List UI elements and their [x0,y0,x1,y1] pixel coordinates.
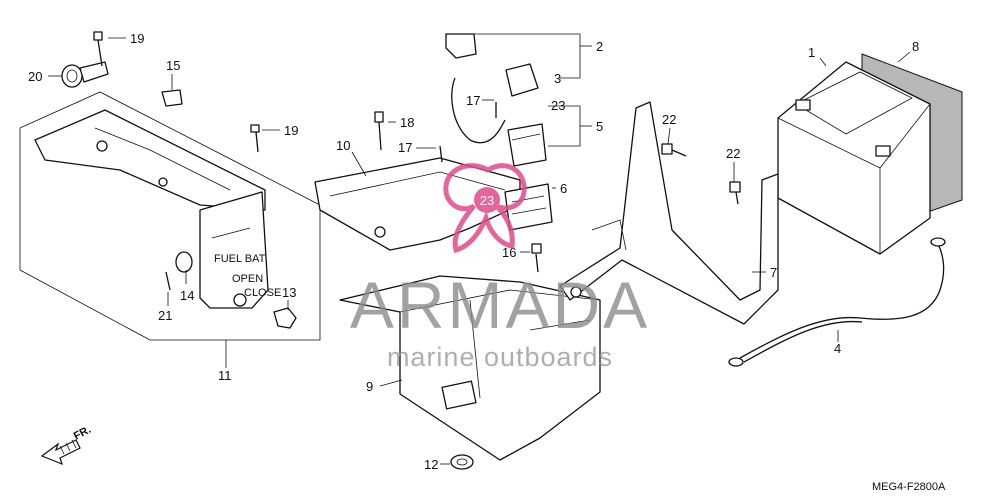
callout-19-right: 19 [284,123,298,138]
bolt-22-b [729,181,741,193]
callout-6: 6 [560,181,567,196]
callout-labels: 19 20 15 19 14 13 21 11 18 17 17 10 2 3 … [28,31,919,472]
cover-text-fuel: FUEL BAT [214,253,266,265]
callout-19-top: 19 [130,31,144,46]
callout-17-b: 17 [466,93,480,108]
front-arrow-icon [40,439,81,466]
bolt-19-top [97,39,103,67]
callout-5: 5 [596,119,603,134]
bolt-18 [374,111,384,123]
callout-22-a: 22 [662,112,676,127]
callout-16: 16 [502,245,516,260]
callout-20: 21 [158,308,172,323]
diagram-code: MEG4-F2800A [872,481,946,493]
cover-text-close: CLOSE [244,287,281,299]
callout-21: 20 [28,69,42,84]
collar-14 [175,251,193,273]
callout-18: 18 [400,115,414,130]
cover-text-open: OPEN [232,273,263,285]
callout-8: 8 [912,39,919,54]
battery-cable-4 [739,243,945,359]
group-bracket-11 [19,91,321,341]
grommet-12 [450,454,474,470]
battery-cover-group: FUEL BAT OPEN CLOSE [19,31,321,368]
callout-23-a: 23 [551,98,565,113]
watermark-badge [474,187,500,213]
callout-22-b: 22 [726,146,740,161]
battery-holder-7 [559,101,779,325]
battery-tray-group [314,33,553,273]
callout-11: 11 [218,368,232,383]
battery-case-group [339,275,601,470]
callout-17-a: 17 [398,140,412,155]
rear-cover-bracket [34,109,266,211]
screw-17-a [439,145,443,163]
callout-9: 9 [366,379,373,394]
callout-14: 14 [180,288,194,303]
watermark: 23 ARMADA marine outboards [350,163,650,372]
callout-2: 2 [596,39,603,54]
screw-20 [165,271,171,291]
watermark-logo: 23 [443,163,527,254]
battery-group [559,53,963,367]
callout-15: 15 [166,58,180,73]
front-label: FR. [72,424,93,443]
bolt-22-a [661,143,673,155]
callout-4: 4 [834,341,841,356]
starter-relay-5 [507,123,547,167]
side-cover [199,191,269,309]
clip-15 [161,89,183,107]
callout-3: 3 [554,71,561,86]
callout-12: 12 [424,457,438,472]
grommet-21 [61,64,83,88]
leader-lines [48,33,911,465]
watermark-badge-text: 23 [480,193,494,208]
battery-case-9 [339,275,601,461]
watermark-tagline: marine outboards [387,342,613,372]
callout-1: 1 [808,45,815,60]
terminal-cover-2 [445,33,477,59]
watermark-brand: ARMADA [350,268,650,342]
callout-10: 10 [336,138,350,153]
knob-13 [273,307,297,329]
watermark-swirl [443,163,527,254]
callout-7: 7 [770,265,777,280]
bolt-16 [531,243,542,254]
cap-3 [505,63,539,97]
bolt-19-right [255,131,259,153]
front-direction-arrow: FR. [40,424,93,466]
callout-13: 13 [282,285,296,300]
